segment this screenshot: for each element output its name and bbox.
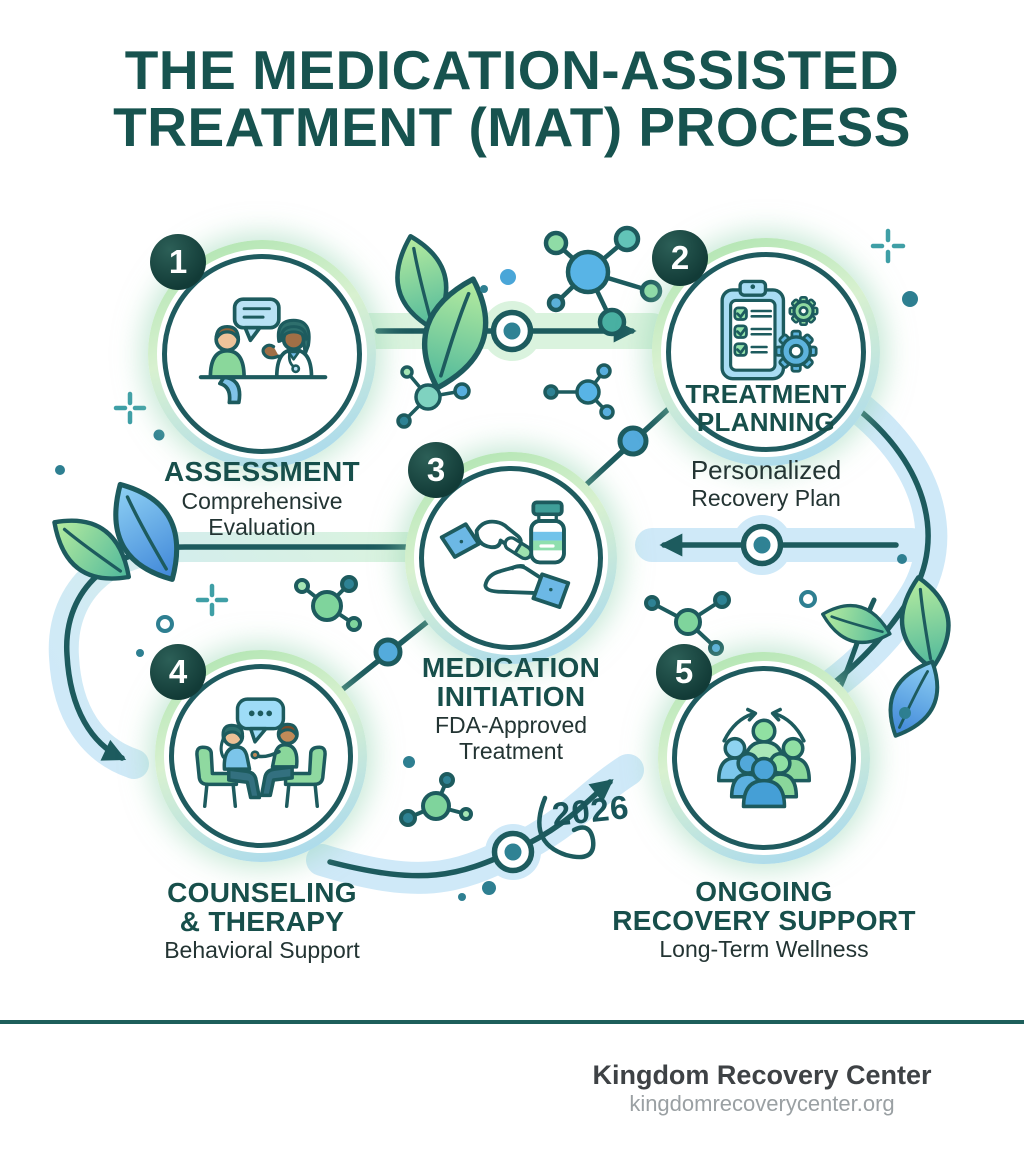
molecule-icon xyxy=(396,365,471,429)
doctor-patient-consultation-icon xyxy=(198,297,328,405)
dot xyxy=(458,893,466,901)
dot xyxy=(902,291,918,307)
step5-number: 5 xyxy=(674,653,694,690)
step3-number-badge: 3 xyxy=(408,442,464,498)
node-link-2-3 xyxy=(617,425,649,457)
dot xyxy=(403,756,415,768)
sparkle-icons xyxy=(113,228,906,617)
sparkle-icon xyxy=(870,228,906,264)
page-title-line2: TREATMENT (MAT) PROCESS xyxy=(113,96,911,158)
dot xyxy=(55,465,65,475)
step4-number-badge: 4 xyxy=(150,644,206,700)
leaf-icon xyxy=(422,276,489,391)
swirl-flourish xyxy=(537,795,596,860)
step4-circle: 4 xyxy=(150,644,367,862)
sparkle-icon xyxy=(195,583,229,617)
step1-number-badge: 1 xyxy=(150,234,206,290)
molecule-icon xyxy=(543,363,615,420)
step2-title: TREATMENT PLANNING xyxy=(685,379,847,437)
step5-number-badge: 5 xyxy=(656,644,712,700)
dot xyxy=(500,269,516,285)
support-group-icon xyxy=(716,707,812,809)
step3-number: 3 xyxy=(426,451,446,488)
step5-circle: 5 xyxy=(656,644,870,864)
dot-decorations xyxy=(55,269,918,901)
dot xyxy=(156,615,174,633)
step2-circle: TREATMENT PLANNING 2 xyxy=(652,230,880,466)
therapy-session-icon xyxy=(195,697,327,809)
step1-circle: 1 xyxy=(148,234,376,468)
sparkle-icon xyxy=(113,391,147,425)
branch-stem xyxy=(835,597,877,695)
dot xyxy=(482,881,496,895)
dot xyxy=(897,554,907,564)
footer-website: kingdomrecoverycenter.org xyxy=(629,1091,895,1116)
molecule-icon xyxy=(294,575,362,632)
step3-subtitle: FDA-Approved Treatment xyxy=(434,712,588,764)
dot xyxy=(799,590,817,608)
step3-circle: 3 xyxy=(405,442,617,664)
dot xyxy=(899,707,911,719)
step1-subtitle: Comprehensive Evaluation xyxy=(181,488,343,540)
leaf-icon xyxy=(899,575,951,671)
page-title-line1: THE MEDICATION-ASSISTED xyxy=(124,39,900,101)
step1-title: ASSESSMENT xyxy=(164,456,360,487)
step2-number: 2 xyxy=(670,239,690,276)
dot xyxy=(153,429,165,441)
leaf-icon xyxy=(821,604,892,644)
step2-subtitle: Personalized Recovery Plan xyxy=(690,455,842,511)
step3-title: MEDICATION INITIATION xyxy=(421,652,601,712)
node-step1-2 xyxy=(490,309,534,353)
year-annotation: 2026 xyxy=(550,788,632,833)
step3-inner xyxy=(419,466,603,650)
page-title: THE MEDICATION-ASSISTED TREATMENT (MAT) … xyxy=(0,42,1024,156)
molecule-icon xyxy=(644,591,731,656)
clipboard-checklist-gears-icon xyxy=(720,279,819,381)
leaf-icons xyxy=(52,233,951,738)
step5-title: ONGOING RECOVERY SUPPORT xyxy=(612,876,916,936)
hand-giving-pill-icon xyxy=(439,500,571,609)
dot xyxy=(136,649,144,657)
node-step4-5 xyxy=(491,830,535,874)
step4-title: COUNSELING & THERAPY xyxy=(167,877,357,937)
node-link-3-4 xyxy=(373,637,403,667)
path-nodes xyxy=(373,309,784,874)
footer-divider xyxy=(0,1020,1024,1024)
leaf-icon xyxy=(113,481,180,582)
dot xyxy=(480,285,488,293)
step1-inner xyxy=(162,254,362,454)
footer-org-name: Kingdom Recovery Center xyxy=(592,1060,932,1090)
step4-subtitle: Behavioral Support xyxy=(164,937,360,963)
leaf-icon xyxy=(52,518,132,581)
step4-number: 4 xyxy=(168,653,188,690)
molecule-icons xyxy=(294,225,731,827)
step1-number: 1 xyxy=(168,243,188,280)
node-step2-3 xyxy=(740,523,784,567)
molecule-icon xyxy=(399,772,473,827)
step2-number-badge: 2 xyxy=(652,230,708,286)
leaf-icon xyxy=(888,659,940,738)
step5-subtitle: Long-Term Wellness xyxy=(659,936,869,962)
molecule-icon xyxy=(543,225,663,337)
